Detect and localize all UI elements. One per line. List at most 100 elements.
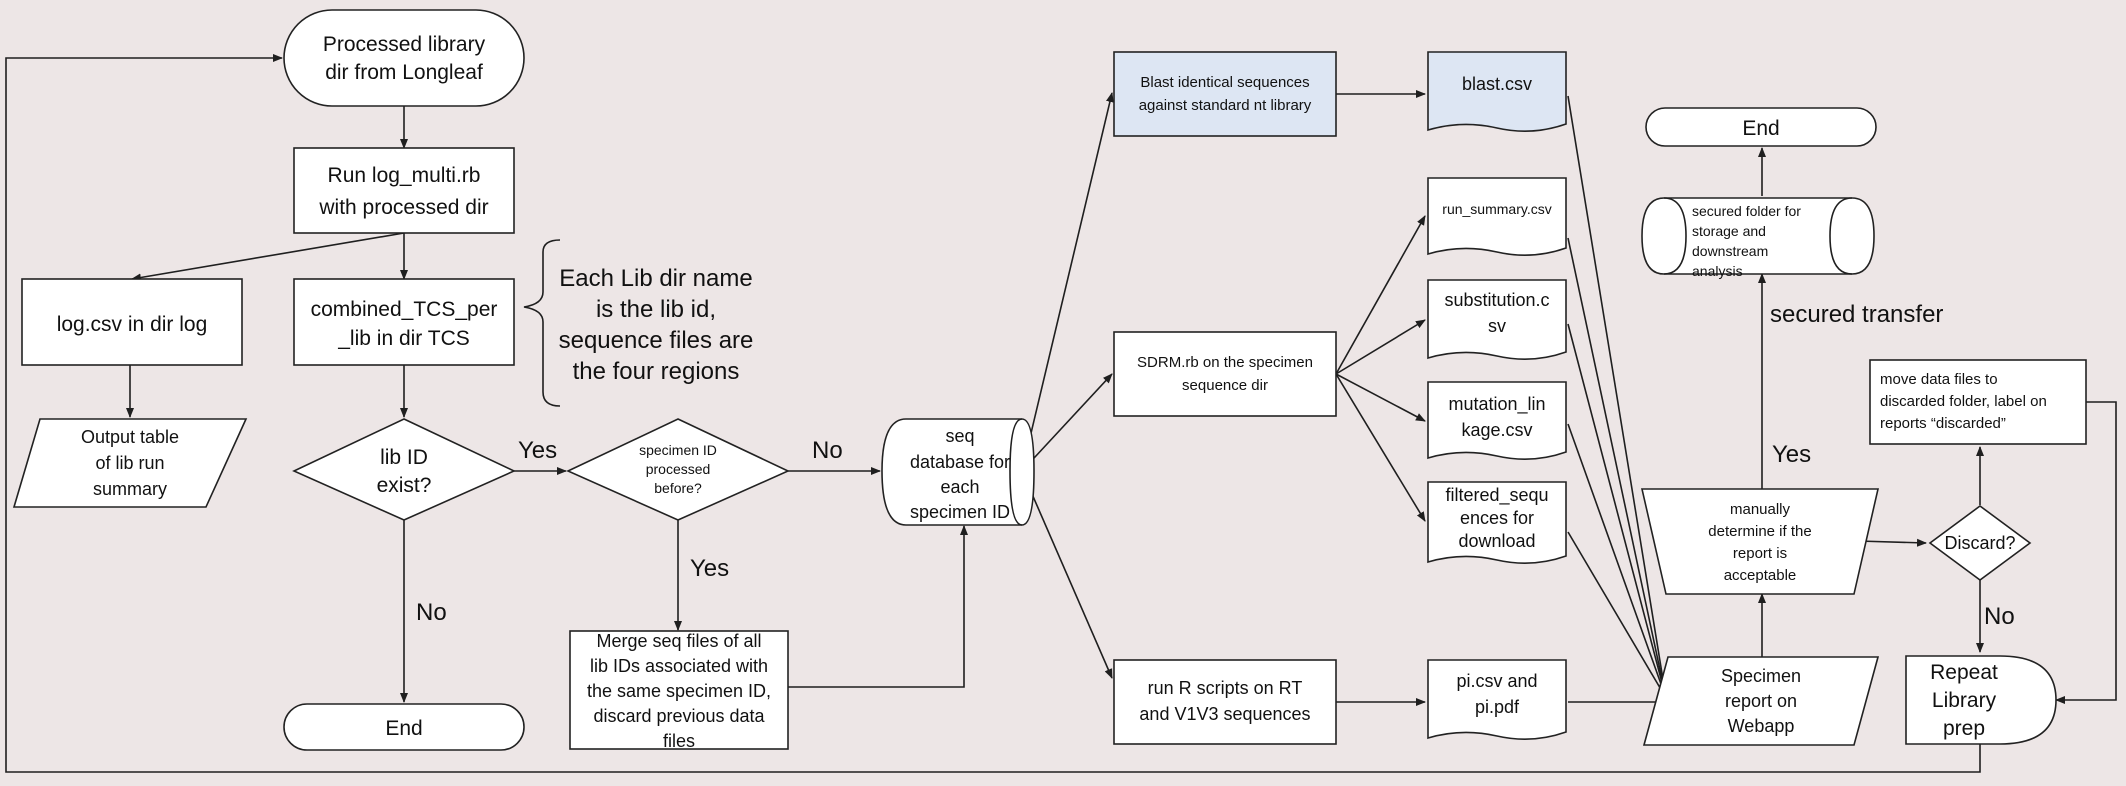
svg-text:analysis: analysis (1692, 263, 1743, 279)
svg-text:Merge seq files of all: Merge seq files of all (596, 631, 761, 651)
svg-text:mutation_lin: mutation_lin (1448, 394, 1545, 415)
svg-text:specimen ID: specimen ID (639, 442, 717, 458)
annotation-brace (523, 239, 561, 407)
svg-text:sequence dir: sequence dir (1182, 377, 1268, 394)
svg-text:storage and: storage and (1692, 223, 1766, 239)
label-no-lib: No (416, 599, 447, 626)
node-blast-csv: blast.csv (1427, 51, 1567, 132)
svg-text:exist?: exist? (377, 474, 432, 497)
svg-text:_lib in dir TCS: _lib in dir TCS (337, 327, 470, 350)
edges (5, 54, 2117, 773)
node-blast-identical: Blast identical sequences against standa… (1113, 51, 1337, 137)
node-end-right: End (1645, 107, 1877, 147)
svg-text:run R scripts on RT: run R scripts on RT (1148, 678, 1303, 698)
node-processed-dir: Processed library dir from Longleaf (283, 9, 525, 107)
node-specimen-report: Specimen report on Webapp (1642, 656, 1880, 746)
svg-text:filtered_sequ: filtered_sequ (1445, 485, 1548, 506)
svg-text:the four regions: the four regions (573, 358, 740, 385)
svg-text:lib IDs associated with: lib IDs associated with (590, 656, 768, 676)
node-lib-id-exist: lib ID exist? (292, 418, 516, 521)
svg-text:combined_TCS_per: combined_TCS_per (311, 298, 498, 321)
svg-text:End: End (385, 717, 422, 740)
svg-text:sequence files are: sequence files are (559, 327, 754, 354)
svg-text:reports “discarded”: reports “discarded” (1880, 415, 2006, 432)
node-sdrm: SDRM.rb on the specimen sequence dir (1113, 331, 1337, 417)
svg-text:discarded folder, label on: discarded folder, label on (1880, 393, 2047, 410)
svg-text:and V1V3 sequences: and V1V3 sequences (1139, 704, 1310, 724)
label-yes-specimen: Yes (690, 555, 729, 582)
svg-text:seq: seq (945, 426, 974, 446)
svg-text:sv: sv (1488, 316, 1506, 336)
svg-text:pi.pdf: pi.pdf (1475, 697, 1520, 717)
node-seq-database: seq database for each specimen ID (881, 418, 1035, 526)
svg-text:Repeat: Repeat (1930, 661, 1998, 684)
svg-text:Specimen: Specimen (1721, 666, 1801, 686)
label-yes-accept: Yes (1772, 441, 1811, 468)
svg-text:the same specimen ID,: the same specimen ID, (587, 681, 771, 701)
svg-text:manually: manually (1730, 501, 1791, 518)
svg-text:discard previous data: discard previous data (593, 706, 765, 726)
svg-text:Processed library: Processed library (323, 33, 486, 56)
svg-text:Each Lib dir name: Each Lib dir name (559, 265, 752, 292)
svg-text:Run log_multi.rb: Run log_multi.rb (328, 164, 481, 187)
node-specimen-processed: specimen ID processed before? (566, 418, 790, 521)
svg-text:Webapp: Webapp (1728, 716, 1795, 736)
svg-text:report on: report on (1725, 691, 1797, 711)
svg-text:database for: database for (910, 452, 1010, 472)
label-no-discard: No (1984, 603, 2015, 630)
node-run-summary: run_summary.csv (1427, 177, 1567, 256)
node-run-r: run R scripts on RT and V1V3 sequences (1113, 659, 1337, 745)
svg-text:is the lib id,: is the lib id, (596, 296, 716, 323)
node-output-table: Output table of lib run summary (12, 418, 248, 508)
svg-text:report is: report is (1733, 545, 1787, 562)
svg-text:Library: Library (1932, 689, 1997, 712)
node-end-left: End (283, 703, 525, 751)
svg-text:against standard nt library: against standard nt library (1139, 97, 1312, 114)
svg-text:Blast identical sequences: Blast identical sequences (1140, 74, 1309, 91)
svg-text:of lib run: of lib run (95, 453, 164, 473)
node-substitution: substitution.c sv (1427, 279, 1567, 360)
svg-text:determine if the: determine if the (1708, 523, 1811, 540)
svg-text:Discard?: Discard? (1944, 533, 2015, 553)
label-secured-transfer: secured transfer (1770, 301, 1943, 328)
node-move-data: move data files to discarded folder, lab… (1869, 359, 2087, 445)
svg-text:kage.csv: kage.csv (1461, 420, 1532, 440)
svg-text:secured folder for: secured folder for (1692, 203, 1801, 219)
svg-text:lib ID: lib ID (380, 446, 428, 469)
node-manually-determine: manually determine if the report is acce… (1640, 488, 1880, 595)
svg-text:files: files (663, 731, 695, 751)
svg-text:processed: processed (646, 461, 711, 477)
svg-text:blast.csv: blast.csv (1462, 74, 1532, 94)
svg-text:log.csv in dir log: log.csv in dir log (57, 313, 208, 336)
node-discard: Discard? (1928, 505, 2032, 581)
svg-text:acceptable: acceptable (1724, 567, 1797, 584)
svg-text:before?: before? (654, 480, 702, 496)
svg-text:each: each (940, 477, 979, 497)
node-pi-csv: pi.csv and pi.pdf (1427, 659, 1567, 740)
svg-text:substitution.c: substitution.c (1444, 290, 1549, 310)
svg-text:dir from Longleaf: dir from Longleaf (325, 61, 483, 84)
svg-text:summary: summary (93, 479, 167, 499)
node-combined-tcs: combined_TCS_per _lib in dir TCS (293, 278, 515, 366)
svg-text:specimen ID: specimen ID (910, 502, 1010, 522)
svg-text:End: End (1742, 117, 1779, 140)
svg-text:run_summary.csv: run_summary.csv (1442, 201, 1551, 217)
svg-text:download: download (1458, 531, 1535, 551)
node-repeat-prep: Repeat Library prep (1905, 655, 2057, 745)
node-log-csv: log.csv in dir log (21, 278, 243, 366)
svg-text:with processed dir: with processed dir (318, 196, 488, 219)
svg-text:SDRM.rb on the specimen: SDRM.rb on the specimen (1137, 354, 1313, 371)
node-merge-seq: Merge seq files of all lib IDs associate… (569, 630, 789, 751)
node-secured-folder: secured folder for storage and downstrea… (1641, 197, 1875, 279)
svg-text:Output table: Output table (81, 427, 179, 447)
svg-text:downstream: downstream (1692, 243, 1768, 259)
svg-text:prep: prep (1943, 717, 1985, 740)
annotation-note: Each Lib dir name is the lib id, sequenc… (559, 265, 754, 385)
node-filtered-sequences: filtered_sequ ences for download (1427, 481, 1567, 564)
svg-text:pi.csv and: pi.csv and (1456, 671, 1537, 691)
svg-text:move data files to: move data files to (1880, 371, 1998, 388)
node-run-log-multi: Run log_multi.rb with processed dir (293, 147, 515, 234)
label-no-specimen: No (812, 437, 843, 464)
label-yes-lib: Yes (518, 437, 557, 464)
